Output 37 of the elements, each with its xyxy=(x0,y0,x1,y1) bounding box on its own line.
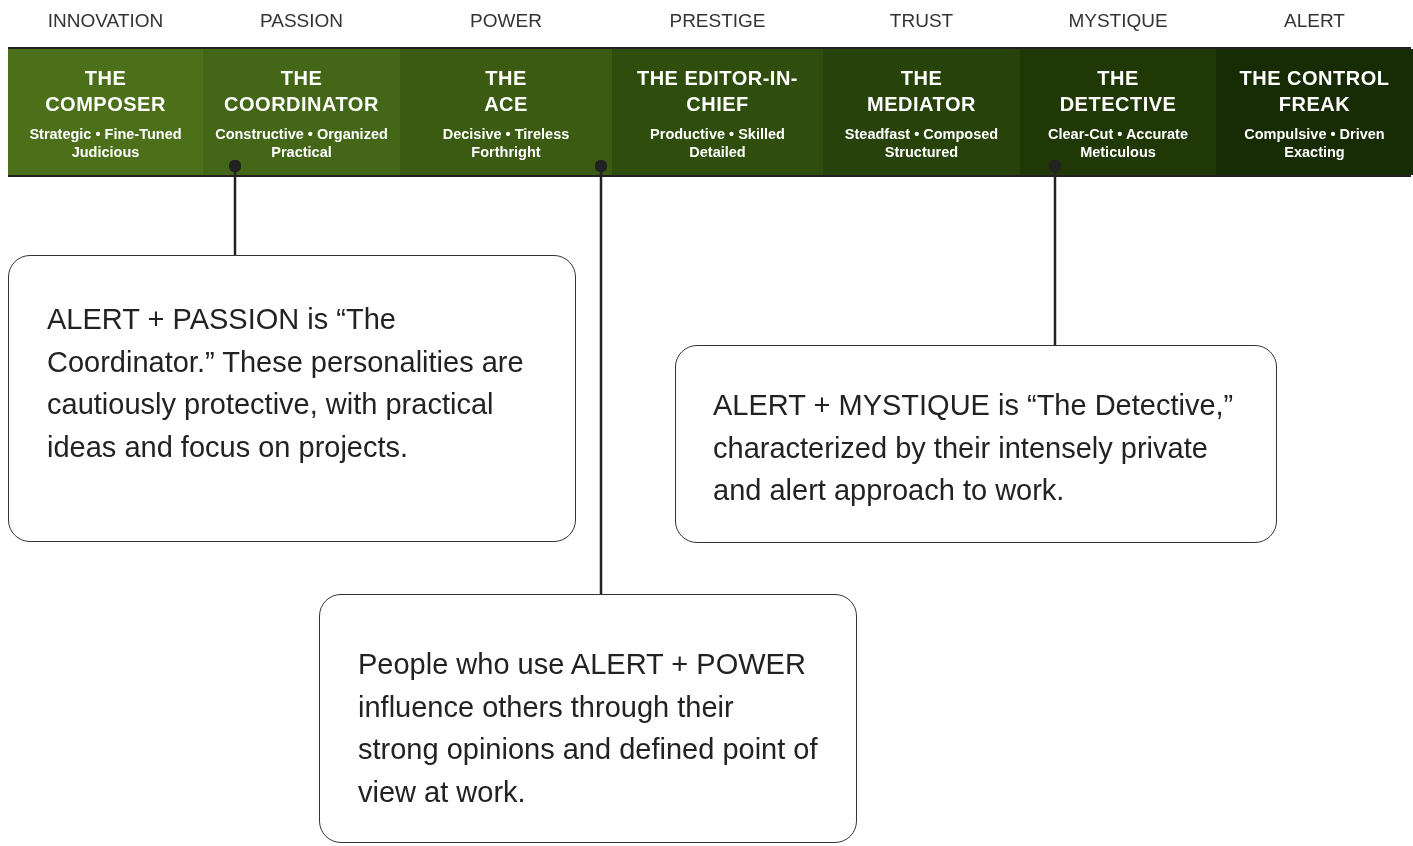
archetype-cell xyxy=(400,49,612,175)
column-heading: POWER xyxy=(469,10,543,32)
trait-list: Productive • Skilled Detailed xyxy=(620,125,815,161)
archetype-title: THE DETECTIVE xyxy=(1059,66,1177,117)
callout-box xyxy=(319,594,857,843)
leader-line xyxy=(594,159,608,594)
trait-list: Constructive • Organized Practical xyxy=(204,125,399,161)
callout-text: ALERT + PASSION is “The Coordinator.” These personalities are cautiously protective, with practical ideas and focus on projects. xyxy=(47,302,525,465)
callout-box xyxy=(8,255,576,542)
trait-list: Decisive • Tireless Forthright xyxy=(409,125,603,161)
archetype-cell xyxy=(203,49,400,175)
archetype-title: THE EDITOR-IN-CHIEF xyxy=(635,66,800,117)
column-heading: PRESTIGE xyxy=(668,10,767,32)
archetype-title: THE MEDIATOR xyxy=(867,66,976,117)
leader-line xyxy=(228,159,242,255)
trait-list: Steadfast • Composed Structured xyxy=(824,125,1019,161)
callout-text: People who use ALERT + POWER influence others through their strong opinions and defined point of view at work. xyxy=(358,647,818,810)
column-heading: PASSION xyxy=(258,10,345,32)
trait-list: Compulsive • Driven Exacting xyxy=(1217,125,1412,161)
archetype-title: THE ACE xyxy=(484,66,528,117)
archetype-cell xyxy=(612,49,823,175)
archetype-cell xyxy=(1020,49,1216,175)
trait-list: Strategic • Fine-Tuned Judicious xyxy=(8,125,203,161)
column-heading: MYSTIQUE xyxy=(1067,10,1169,32)
archetype-title: THE CONTROL FREAK xyxy=(1238,66,1391,117)
column-heading: INNOVATION xyxy=(46,10,165,32)
callout-box xyxy=(675,345,1277,543)
column-heading: TRUST xyxy=(888,10,955,32)
archetype-cell xyxy=(823,49,1020,175)
archetype-title: THE COORDINATOR xyxy=(224,66,379,117)
archetype-title: THE COMPOSER xyxy=(45,66,166,117)
column-heading: ALERT xyxy=(1283,10,1346,32)
trait-list: Clear-Cut • Accurate Meticulous xyxy=(1021,125,1215,161)
callout-text: ALERT + MYSTIQUE is “The Detective,” characterized by their intensely private and alert approach to work. xyxy=(713,388,1235,508)
leader-line xyxy=(1048,159,1062,345)
archetype-cell xyxy=(8,49,203,175)
archetype-cell xyxy=(1216,49,1413,175)
